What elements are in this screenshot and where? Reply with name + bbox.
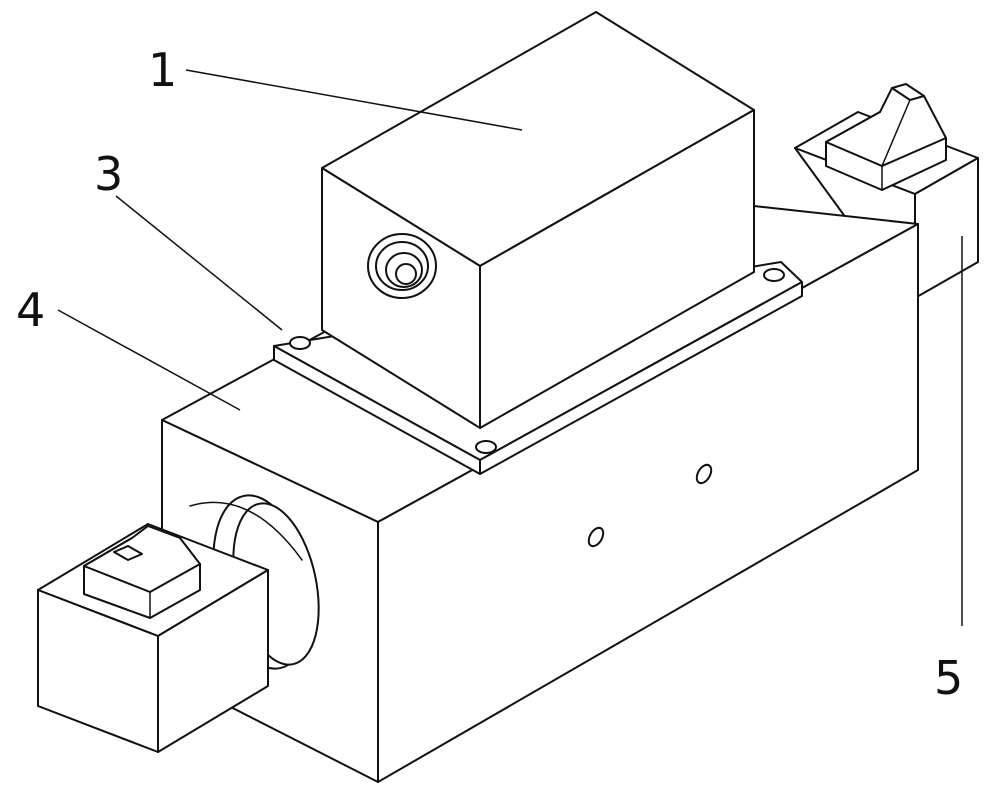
leader-4 <box>57 309 241 411</box>
callout-1: 1 <box>148 43 177 97</box>
left-connector-plug <box>83 525 201 619</box>
callout-4: 4 <box>16 283 45 337</box>
callout-labels: 1 3 4 5 <box>16 43 963 705</box>
leader-lines <box>57 69 963 626</box>
callout-3: 3 <box>94 147 123 201</box>
screw <box>475 440 497 454</box>
screw <box>289 336 311 350</box>
port-hole <box>587 526 605 548</box>
top-box <box>321 11 755 429</box>
leader-1 <box>185 69 523 131</box>
port-hole <box>695 463 713 485</box>
leader-3 <box>115 195 283 331</box>
callout-5: 5 <box>934 651 963 705</box>
round-connector <box>367 233 437 299</box>
right-connector-plug <box>825 83 947 191</box>
screw <box>763 268 785 282</box>
